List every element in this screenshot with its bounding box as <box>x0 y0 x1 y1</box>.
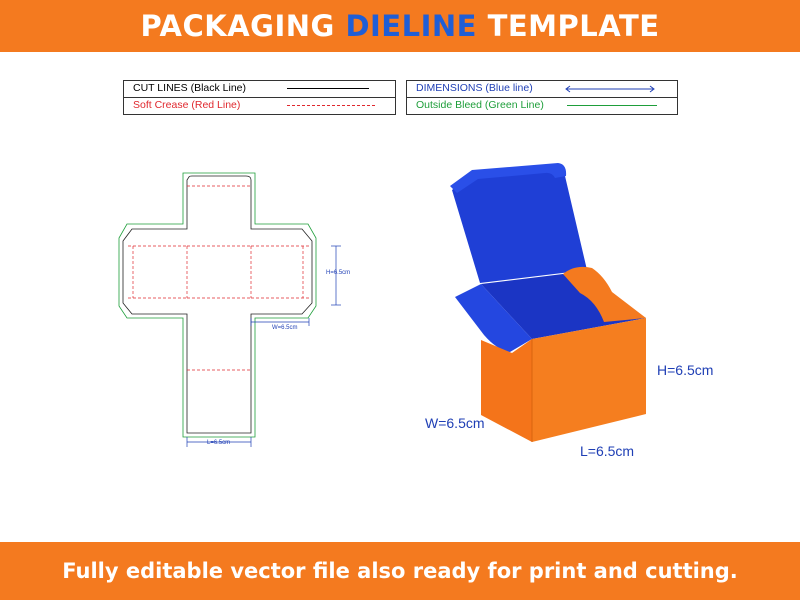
dieline-height-dimension <box>331 245 341 306</box>
dieline-width-label: W=6.5cm <box>272 325 298 331</box>
bleed-outline <box>118 172 317 438</box>
box-width-label: W=6.5cm <box>425 415 485 431</box>
legend-bleed-label: Outside Bleed (Green Line) <box>416 99 544 111</box>
legend-soft-crease: Soft Crease (Red Line) <box>124 98 395 114</box>
header-banner: PACKAGING DIELINE TEMPLATE <box>0 0 800 52</box>
box-height-label: H=6.5cm <box>657 362 713 378</box>
box-lid-inner <box>452 164 587 283</box>
cut-outline <box>122 175 313 434</box>
page-title: PACKAGING DIELINE TEMPLATE <box>140 9 660 43</box>
box-face-right <box>532 318 646 442</box>
legend-dimensions-label: DIMENSIONS (Blue line) <box>416 82 533 94</box>
legend-cut-lines-label: CUT LINES (Black Line) <box>133 82 247 94</box>
legend-dimensions: DIMENSIONS (Blue line) <box>407 81 677 98</box>
dieline-length-label: L=6.5cm <box>207 440 230 446</box>
legend-soft-crease-label: Soft Crease (Red Line) <box>133 99 241 111</box>
box-interior <box>481 274 646 339</box>
dieline-height-label: H=6.5cm <box>326 270 350 276</box>
legend-cut-lines: CUT LINES (Black Line) <box>124 81 395 98</box>
box-face-left <box>481 339 532 442</box>
crease-lines <box>128 185 309 371</box>
dimension-arrow-sample <box>565 85 655 93</box>
dieline-length-dimension <box>186 437 252 447</box>
box-left-flap <box>455 284 532 352</box>
cut-line-sample <box>287 88 369 89</box>
legend-left: CUT LINES (Black Line) Soft Crease (Red … <box>123 80 396 115</box>
box-lid-edge <box>450 163 567 193</box>
dieline-width-dimension <box>250 318 310 326</box>
footer-banner: Fully editable vector file also ready fo… <box>0 542 800 600</box>
footer-caption: Fully editable vector file also ready fo… <box>62 559 738 583</box>
box-right-flap <box>563 266 646 322</box>
box-dieline: H=6.5cm W=6.5cm L=6.5cm <box>118 172 350 447</box>
box-length-label: L=6.5cm <box>580 443 634 459</box>
box-3d-illustration: H=6.5cm W=6.5cm L=6.5cm <box>425 163 713 459</box>
legend-right: DIMENSIONS (Blue line) Outside Bleed (Gr… <box>406 80 678 115</box>
crease-line-sample <box>287 105 375 106</box>
bleed-line-sample <box>567 105 657 106</box>
legend-bleed: Outside Bleed (Green Line) <box>407 98 677 114</box>
